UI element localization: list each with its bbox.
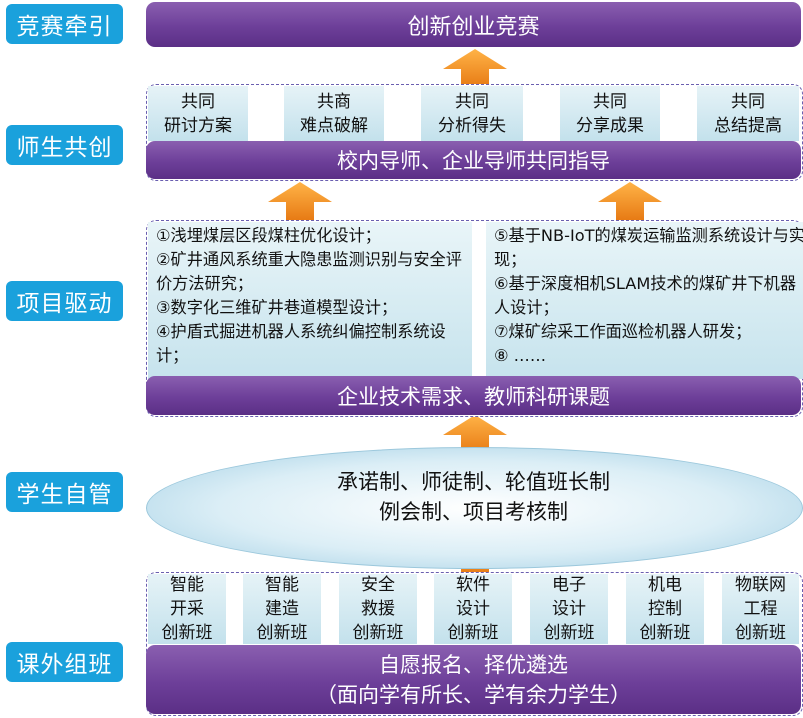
class-bar-line1: 自愿报名、择优遴选 — [379, 652, 568, 677]
label-project: 项目驱动 — [6, 281, 123, 321]
project-item: ⑤基于NB-IoT的煤炭运输监测系统设计与实现； — [494, 226, 803, 269]
arrow-up-icon — [598, 182, 662, 222]
class-item: 软件设计创新班 — [434, 574, 512, 644]
class-item: 智能建造创新班 — [243, 574, 321, 644]
cocreate-item: 共同总结提高 — [697, 86, 799, 141]
label-competition: 竞赛牵引 — [6, 4, 123, 44]
project-item: ③数字化三维矿井巷道模型设计； — [156, 298, 398, 317]
project-panel-right: ⑤基于NB-IoT的煤炭运输监测系统设计与实现； ⑥基于深度相机SLAM技术的煤… — [486, 222, 803, 379]
class-item: 机电控制创新班 — [626, 574, 704, 644]
project-item: ②矿井通风系统重大隐患监测识别与安全评价方法研究； — [156, 250, 462, 293]
project-bar-text: 企业技术需求、教师科研课题 — [337, 384, 610, 409]
competition-text: 创新创业竞赛 — [407, 14, 540, 40]
project-item: ⑦煤矿综采工作面巡检机器人研发； — [494, 322, 752, 341]
cocreate-item: 共商难点破解 — [284, 86, 384, 141]
self-manage-ellipse — [146, 447, 803, 569]
project-bar: 企业技术需求、教师科研课题 — [146, 376, 801, 415]
label-self-manage: 学生自管 — [6, 472, 123, 512]
cocreate-bar: 校内导师、企业导师共同指导 — [146, 141, 801, 179]
cocreate-item: 共同分析得失 — [421, 86, 523, 141]
arrow-up-icon — [443, 415, 507, 455]
project-item: ⑥基于深度相机SLAM技术的煤矿井下机器人设计； — [494, 274, 797, 317]
arrow-up-icon — [443, 49, 507, 89]
self-manage-line1: 承诺制、师徒制、轮值班长制 — [337, 470, 610, 494]
cocreate-bar-text: 校内导师、企业导师共同指导 — [337, 149, 610, 173]
class-bar: 自愿报名、择优遴选 （面向学有所长、学有余力学生） — [146, 645, 801, 714]
label-class: 课外组班 — [6, 642, 123, 682]
arrow-up-icon — [268, 182, 332, 222]
self-manage-line2: 例会制、项目考核制 — [379, 500, 568, 524]
cocreate-item: 共同研讨方案 — [148, 86, 248, 141]
class-bar-line2: （面向学有所长、学有余力学生） — [316, 682, 631, 707]
class-item: 安全救援创新班 — [339, 574, 417, 644]
project-item: ④护盾式掘进机器人系统纠偏控制系统设计； — [156, 322, 446, 365]
project-item: ①浅埋煤层区段煤柱优化设计； — [156, 226, 381, 245]
class-item: 智能开采创新班 — [148, 574, 226, 644]
label-cocreate: 师生共创 — [6, 125, 123, 165]
project-item: ⑧ …… — [494, 346, 547, 365]
class-item: 电子设计创新班 — [530, 574, 608, 644]
class-item: 物联网工程创新班 — [722, 574, 799, 644]
cocreate-item: 共同分享成果 — [560, 86, 660, 141]
competition-bar: 创新创业竞赛 — [146, 2, 801, 47]
project-panel-left: ①浅埋煤层区段煤柱优化设计； ②矿井通风系统重大隐患监测识别与安全评价方法研究；… — [148, 222, 472, 379]
